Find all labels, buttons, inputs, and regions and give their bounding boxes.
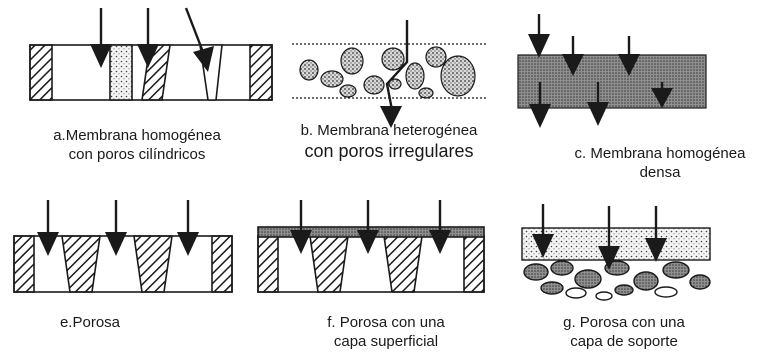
- surface-layer: [521, 227, 711, 261]
- caption-c: c. Membrana homogénea densa: [556, 144, 764, 182]
- panel-f-flow-arrows: [290, 200, 451, 254]
- panel-c-membrane: [517, 54, 707, 109]
- panel-e-membrane: [13, 235, 233, 293]
- caption-b: b. Membrana heterogénea con poros irregu…: [270, 121, 508, 162]
- panel-b-flow-arrow: [380, 20, 409, 128]
- hatched-wall: [211, 235, 233, 293]
- support-layer: [523, 260, 711, 296]
- panel-g-flow-arrows: [532, 204, 667, 270]
- panel-g-membrane: [521, 227, 711, 301]
- caption-g-line1: g. Porosa con una: [563, 314, 685, 331]
- caption-c-line2: densa: [639, 164, 681, 181]
- hatched-wall: [249, 44, 273, 101]
- caption-b-line2: con poros irregulares: [304, 141, 474, 161]
- caption-c-line1: c. Membrana homogénea: [574, 145, 746, 162]
- hatched-wall: [29, 44, 53, 101]
- dense-layer: [517, 54, 707, 109]
- caption-a-line1: a.Membrana homogénea: [53, 127, 221, 144]
- panel-b-membrane: [292, 43, 488, 99]
- caption-f-line2: capa superficial: [333, 333, 439, 350]
- caption-f: f. Porosa con una capa superficial: [296, 313, 476, 351]
- hatched-wall: [463, 235, 485, 293]
- caption-e: e.Porosa: [40, 313, 140, 332]
- hatched-wall: [257, 235, 279, 293]
- hatched-wall: [61, 235, 101, 293]
- caption-g-line2: capa de soporte: [570, 333, 678, 350]
- caption-g: g. Porosa con una capa de soporte: [534, 313, 714, 351]
- caption-a: a.Membrana homogénea con poros cilíndric…: [6, 126, 268, 164]
- caption-f-line1: f. Porosa con una: [327, 314, 445, 331]
- panel-a-flow-arrows: [90, 7, 214, 72]
- hatched-wall: [13, 235, 35, 293]
- caption-e-line1: e.Porosa: [59, 314, 121, 331]
- panel-e-flow-arrows: [37, 200, 199, 256]
- caption-a-line2: con poros cilíndricos: [68, 146, 206, 163]
- hatched-wall: [133, 235, 173, 293]
- caption-b-line1: b. Membrana heterogénea: [300, 122, 478, 139]
- dotted-wall: [109, 44, 133, 101]
- panel-c-flow-arrows: [528, 14, 673, 128]
